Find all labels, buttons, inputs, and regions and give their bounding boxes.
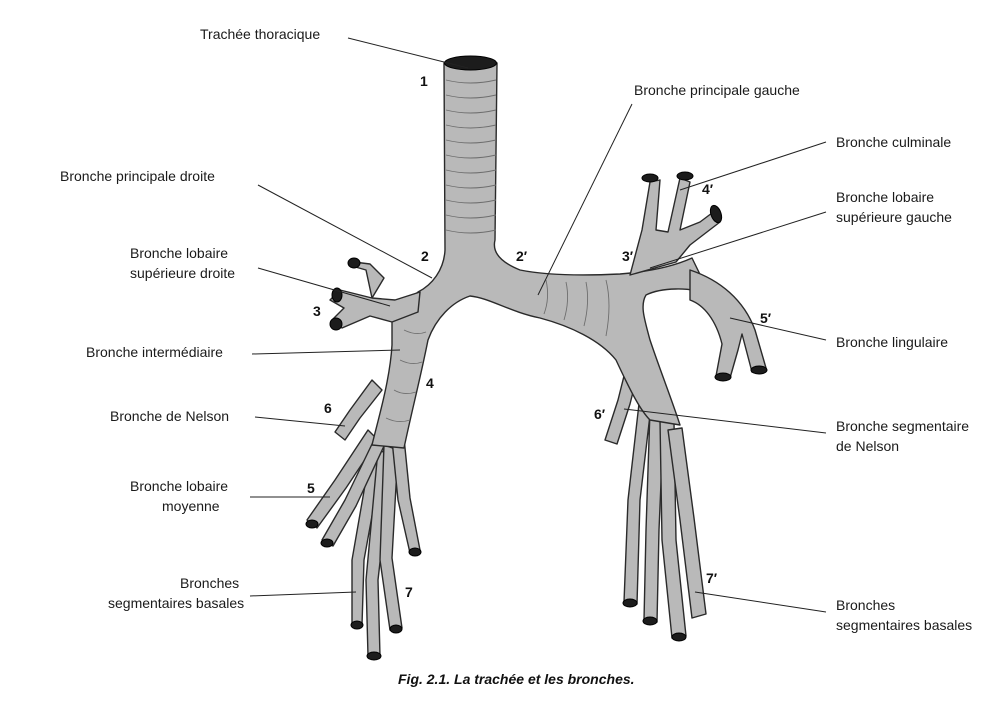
number-5-prime: 5′ [760,310,772,326]
number-1: 1 [420,73,428,89]
label-right-main-bronchus: Bronche principale droite [60,168,215,184]
number-2: 2 [421,248,429,264]
number-6: 6 [324,400,332,416]
number-7: 7 [405,584,413,600]
label-right-upper-lobe-line1: Bronche lobaire [130,245,228,261]
label-nelson-bronchus: Bronche de Nelson [110,408,229,424]
right-basal-branch-d [392,438,420,553]
number-4: 4 [426,375,434,391]
label-left-upper-lobe-line2: supérieure gauche [836,209,952,225]
label-right-upper-lobe-line2: supérieure droite [130,265,235,281]
label-middle-lobe-line2: moyenne [162,498,220,514]
number-5: 5 [307,480,315,496]
label-left-main-bronchus: Bronche principale gauche [634,82,800,98]
number-3: 3 [313,303,321,319]
number-7-prime: 7′ [706,570,718,586]
number-4-prime: 4′ [702,181,714,197]
bronchial-tree-illustration [306,56,767,660]
label-trachea: Trachée thoracique [200,26,320,42]
label-left-upper-lobe-line1: Bronche lobaire [836,189,934,205]
figure-caption: Fig. 2.1. La trachée et les bronches. [398,671,635,687]
labels: Trachée thoracique Bronche principale ga… [60,26,972,633]
number-2-prime: 2′ [516,248,528,264]
label-segmental-nelson-line2: de Nelson [836,438,899,454]
label-culminal-bronchus: Bronche culminale [836,134,951,150]
number-6-prime: 6′ [594,406,606,422]
label-left-basal-line2: segmentaires basales [836,617,972,633]
label-right-basal-line2: segmentaires basales [108,595,244,611]
number-3-prime: 3′ [622,248,634,264]
label-intermediate-bronchus: Bronche intermédiaire [86,344,223,360]
label-right-basal-line1: Bronches [180,575,239,591]
label-lingular-bronchus: Bronche lingulaire [836,334,948,350]
label-segmental-nelson-line1: Bronche segmentaire [836,418,969,434]
label-middle-lobe-line1: Bronche lobaire [130,478,228,494]
label-left-basal-line1: Bronches [836,597,895,613]
